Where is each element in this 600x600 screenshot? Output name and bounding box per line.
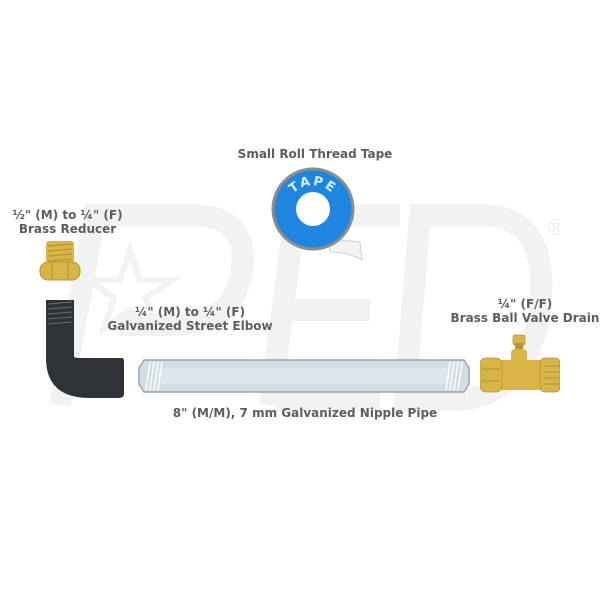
registered-mark: ® — [545, 216, 560, 241]
brass-reducer-image — [39, 241, 81, 281]
star-icon — [78, 240, 182, 336]
street-elbow-name: Galvanized Street Elbow — [107, 319, 273, 333]
ball-valve-label: ¼" (F/F) Brass Ball Valve Drain — [445, 297, 600, 325]
street-elbow-size: ¼" (M) to ¼" (F) — [134, 305, 246, 319]
brass-reducer-name: Brass Reducer — [18, 222, 117, 236]
ball-valve-name: Brass Ball Valve Drain — [450, 311, 600, 325]
brass-reducer-size: ½" (M) to ¼" (F) — [12, 208, 123, 222]
thread-tape-label: Small Roll Thread Tape — [237, 147, 393, 161]
street-elbow-label: ¼" (M) to ¼" (F) Galvanized Street Elbow — [95, 305, 285, 333]
thread-tape-image: TAPE — [271, 167, 363, 261]
nipple-pipe-image — [138, 359, 470, 393]
ball-valve-size: ¼" (F/F) — [497, 297, 553, 311]
brass-reducer-label: ½" (M) to ¼" (F) Brass Reducer — [0, 208, 135, 236]
ped-watermark-logo: ® — [49, 204, 560, 411]
street-elbow-image — [46, 300, 124, 398]
nipple-pipe-label: 8" (M/M), 7 mm Galvanized Nipple Pipe — [172, 406, 438, 420]
ball-valve-image — [480, 334, 560, 393]
